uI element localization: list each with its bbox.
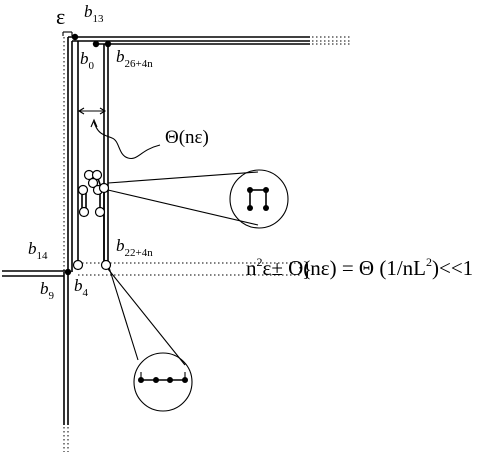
- joint-b14: [72, 259, 84, 271]
- joints: [64, 33, 112, 276]
- left-verticals: [63, 37, 73, 272]
- joint-b26: [104, 40, 112, 48]
- label-b22: b22+4n: [116, 236, 153, 259]
- label-b9: b9: [40, 279, 55, 302]
- brace-label: }: [302, 257, 312, 281]
- joint-b4: [64, 268, 72, 276]
- joint-b22: [100, 259, 112, 271]
- left-horizontal-bars: [2, 270, 68, 277]
- zoom-lines: [103, 171, 259, 366]
- label-b13: b13: [84, 2, 104, 25]
- row-of-four-points-icon: [138, 372, 188, 383]
- label-b4: b4: [74, 276, 89, 299]
- theta-label: Θ(nε): [165, 127, 209, 148]
- square-of-four-points-icon: [247, 187, 269, 211]
- epsilon-label: ε: [56, 4, 65, 29]
- width-arrow: [77, 107, 107, 115]
- joint-b0: [92, 40, 100, 48]
- label-b14: b14: [28, 239, 48, 262]
- zoom-circle-top: [229, 169, 289, 229]
- squiggle-pointer: [90, 118, 161, 160]
- epsilon-bracket: [62, 31, 73, 36]
- label-b0: b0: [80, 49, 95, 72]
- top-bars: [68, 36, 352, 45]
- label-b26: b26+4n: [116, 47, 153, 70]
- lower-verticals: [63, 272, 69, 452]
- zoom-circle-bottom: [133, 352, 193, 412]
- formula-label: n2ε± O(nε) = Θ (1/nL2)<<1: [246, 255, 473, 280]
- joint-b13: [71, 33, 79, 41]
- dotted-guide: [78, 262, 301, 276]
